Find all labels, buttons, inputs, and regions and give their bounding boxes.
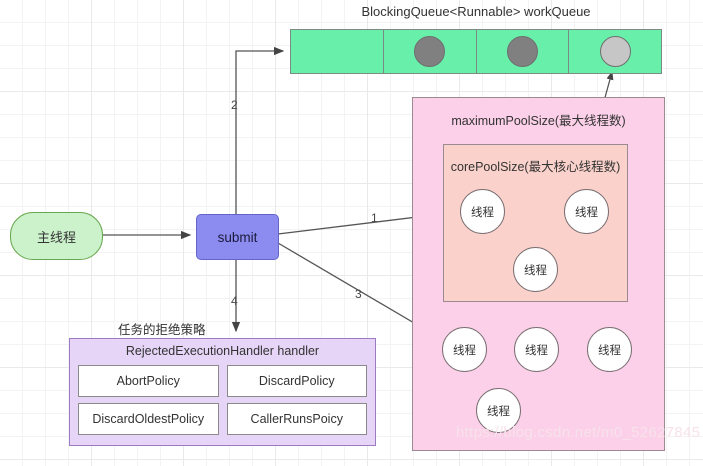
extra-thread-circle[interactable]: 线程 [476, 388, 521, 433]
policy-discard[interactable]: DiscardPolicy [226, 365, 367, 397]
maximum-pool-label: maximumPoolSize(最大线程数) [451, 114, 626, 128]
queue-cell-task[interactable] [383, 30, 477, 73]
task-dot-icon [506, 36, 538, 67]
watermark: https://blog.csdn.net/m0_52627845 [456, 424, 701, 441]
queue-cell-task[interactable] [476, 30, 570, 73]
extra-thread-circle[interactable]: 线程 [514, 327, 559, 372]
maximum-pool-box: maximumPoolSize(最大线程数) corePoolSize(最大核心… [412, 97, 700, 451]
core-pool-box: corePoolSize(最大核心线程数) 线程 线程 线程 [443, 144, 628, 302]
queue-cell-task[interactable] [569, 30, 661, 73]
rejected-execution-handler-box: RejectedExecutionHandler handler AbortPo… [69, 338, 376, 446]
core-thread-circle[interactable]: 线程 [460, 189, 505, 234]
edge-label-3: 3 [355, 287, 362, 301]
extra-thread-circle[interactable]: 线程 [442, 327, 487, 372]
rejected-execution-handler-title: RejectedExecutionHandler handler [125, 344, 320, 358]
policy-caller-runs[interactable]: CallerRunsPoicy [226, 403, 367, 435]
core-thread-circle[interactable]: 线程 [513, 247, 558, 292]
policy-discard-oldest[interactable]: DiscardOldestPolicy [78, 403, 219, 435]
reject-policy-note: 任务的拒绝策略 [118, 323, 206, 337]
policy-grid: AbortPolicy DiscardPolicy DiscardOldestP… [78, 365, 367, 435]
policy-abort[interactable]: AbortPolicy [78, 365, 219, 397]
task-dot-icon [414, 36, 446, 67]
edge-label-1: 1 [371, 211, 378, 225]
queue-cell-empty[interactable] [291, 30, 384, 73]
edge-label-4: 4 [231, 294, 238, 308]
submit-node[interactable]: submit [196, 214, 279, 260]
task-dot-icon [599, 36, 631, 67]
work-queue [290, 29, 662, 74]
edge-label-2: 2 [231, 98, 238, 112]
core-pool-label: corePoolSize(最大核心线程数) [450, 160, 621, 174]
main-thread-node[interactable]: 主线程 [10, 212, 103, 260]
core-thread-circle[interactable]: 线程 [564, 189, 609, 234]
extra-thread-circle[interactable]: 线程 [587, 327, 632, 372]
queue-title: BlockingQueue<Runnable> workQueue [361, 4, 591, 19]
